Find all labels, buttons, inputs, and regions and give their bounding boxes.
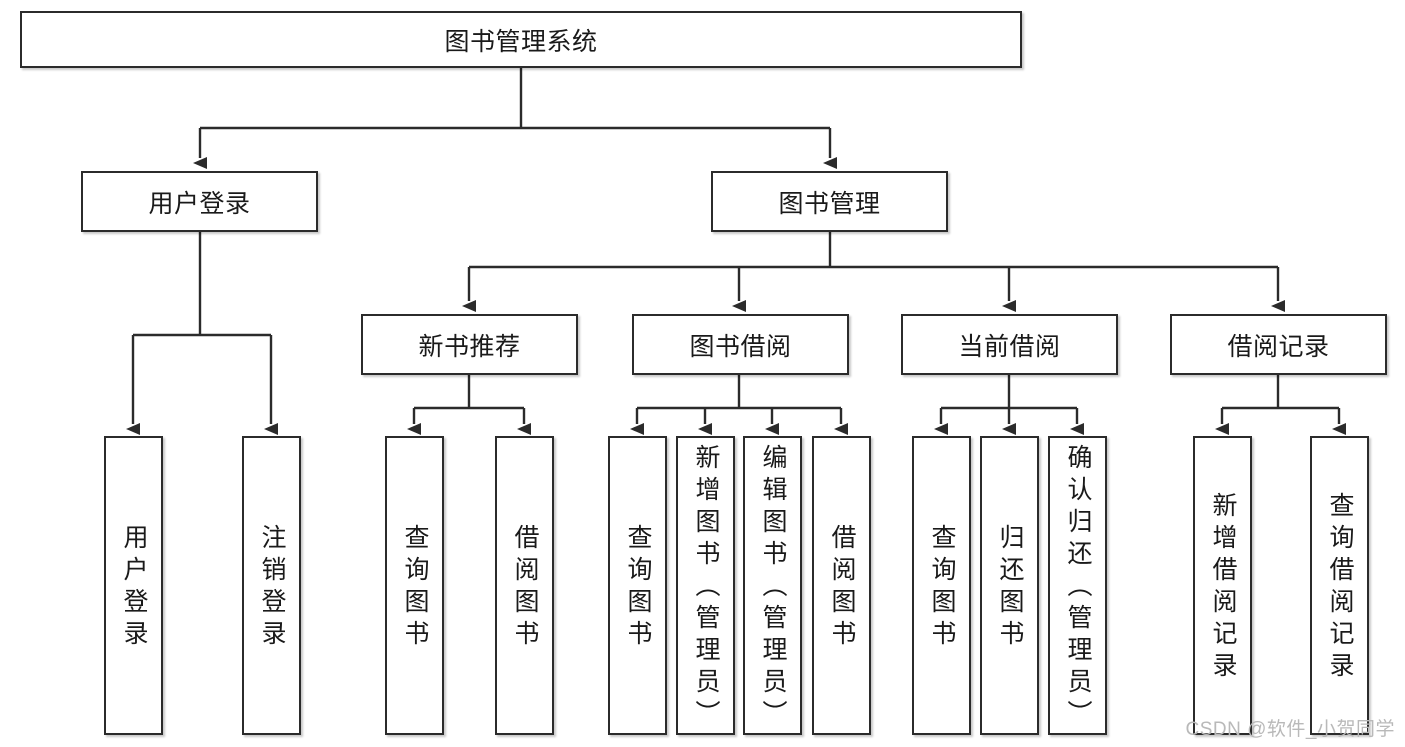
node-borrow-record[interactable]: 借阅记录 xyxy=(1170,314,1387,375)
leaf-query-borrow-record[interactable]: 查询借阅记录 xyxy=(1310,436,1369,735)
node-new-book-recommend-label: 新书推荐 xyxy=(418,332,521,361)
leaf-add-borrow-record[interactable]: 新增借阅记录 xyxy=(1193,436,1252,735)
leaf-user-login[interactable]: 用户登录 xyxy=(104,436,163,735)
leaf-edit-book[interactable]: 编辑图书（管理员） xyxy=(743,436,802,735)
leaf-borrow-book-1[interactable]: 借阅图书 xyxy=(495,436,554,735)
leaf-query-book-1[interactable]: 查询图书 xyxy=(385,436,444,735)
leaf-borrow-book-2[interactable]: 借阅图书 xyxy=(812,436,871,735)
leaf-add-book[interactable]: 新增图书（管理员） xyxy=(676,436,735,735)
leaf-return-book[interactable]: 归还图书 xyxy=(980,436,1039,735)
node-current-borrow-label: 当前借阅 xyxy=(958,332,1061,361)
leaf-confirm-return[interactable]: 确认归还（管理员） xyxy=(1048,436,1107,735)
node-root-label: 图书管理系统 xyxy=(444,27,598,56)
leaf-logout-label: 注销登录 xyxy=(258,523,286,652)
node-new-book-recommend[interactable]: 新书推荐 xyxy=(361,314,578,375)
leaf-borrow-book-1-label: 借阅图书 xyxy=(511,523,539,652)
leaf-add-book-label: 新增图书（管理员） xyxy=(692,443,720,732)
leaf-add-borrow-record-label: 新增借阅记录 xyxy=(1209,491,1237,684)
node-root[interactable]: 图书管理系统 xyxy=(20,11,1022,68)
leaf-user-login-label: 用户登录 xyxy=(120,523,148,652)
leaf-logout[interactable]: 注销登录 xyxy=(242,436,301,735)
leaf-query-book-3-label: 查询图书 xyxy=(928,523,956,652)
node-book-management-label: 图书管理 xyxy=(778,189,881,218)
node-book-management[interactable]: 图书管理 xyxy=(711,171,948,232)
node-borrow-record-label: 借阅记录 xyxy=(1227,332,1330,361)
leaf-confirm-return-label: 确认归还（管理员） xyxy=(1064,443,1092,732)
leaf-query-book-2[interactable]: 查询图书 xyxy=(608,436,667,735)
node-current-borrow[interactable]: 当前借阅 xyxy=(901,314,1118,375)
node-book-borrow[interactable]: 图书借阅 xyxy=(632,314,849,375)
node-book-borrow-label: 图书借阅 xyxy=(689,332,792,361)
node-user-login-label: 用户登录 xyxy=(148,189,251,218)
leaf-borrow-book-2-label: 借阅图书 xyxy=(828,523,856,652)
leaf-query-book-2-label: 查询图书 xyxy=(624,523,652,652)
leaf-query-book-1-label: 查询图书 xyxy=(401,523,429,652)
leaf-query-book-3[interactable]: 查询图书 xyxy=(912,436,971,735)
node-user-login[interactable]: 用户登录 xyxy=(81,171,318,232)
leaf-edit-book-label: 编辑图书（管理员） xyxy=(759,443,787,732)
watermark: CSDN @软件_小贺同学 xyxy=(1185,719,1395,740)
leaf-return-book-label: 归还图书 xyxy=(996,523,1024,652)
leaf-query-borrow-record-label: 查询借阅记录 xyxy=(1326,491,1354,684)
